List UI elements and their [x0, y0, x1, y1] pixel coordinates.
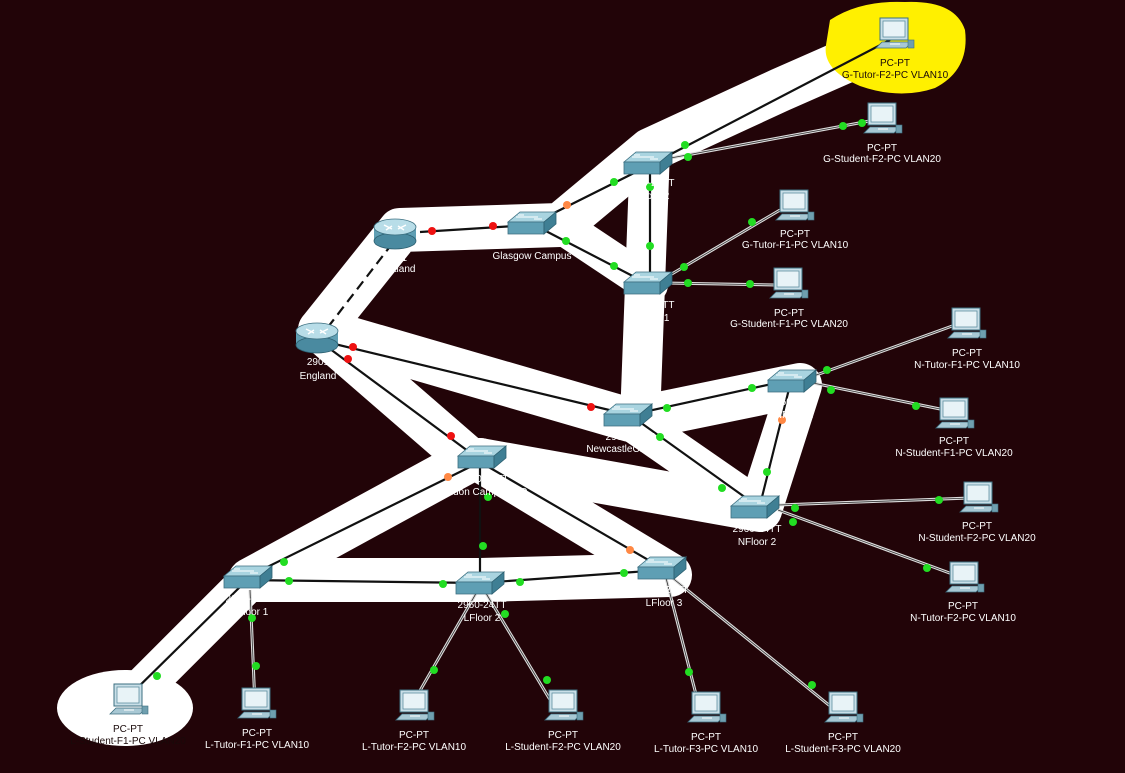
pc-l-student-f2[interactable]: PC-PT L-Student-F2-PC VLAN20 — [505, 689, 621, 753]
device-model: PC-PT — [828, 732, 858, 743]
pc-icon — [109, 683, 149, 715]
pc-l-tutor-f3[interactable]: PC-PT L-Tutor-F3-PC VLAN10 — [654, 691, 759, 755]
device-name: N-Tutor-F1-PC VLAN10 — [914, 360, 1020, 371]
device-name: N-Student-F1-PC VLAN20 — [895, 448, 1013, 459]
pc-icon — [947, 307, 987, 339]
device-name: GFloor 2 — [631, 191, 670, 202]
device-name: England — [300, 371, 337, 382]
device-model: PC-PT — [399, 730, 429, 741]
pc-l-student-f3[interactable]: PC-PT L-Student-F3-PC VLAN20 — [785, 691, 901, 755]
switch-newcastle-campus[interactable]: 2960-24TT NewcastleCampus — [586, 403, 670, 455]
device-model: 2960-24TT — [733, 524, 782, 535]
pc-g-tutor-f2[interactable]: PC-PT G-Tutor-F2-PC VLAN10 — [842, 17, 949, 81]
device-model: 2901 — [385, 253, 408, 264]
device-name: NFloor 1 — [775, 410, 814, 421]
device-model: 2901 — [307, 357, 330, 368]
device-name: N-Tutor-F2-PC VLAN10 — [910, 613, 1016, 624]
pc-icon — [544, 689, 584, 721]
device-model: PC-PT — [962, 521, 992, 532]
pc-icon — [824, 691, 864, 723]
device-model: PC-PT — [691, 732, 721, 743]
switch-nfloor1[interactable]: 2960-24TT NFloor 1 — [767, 369, 819, 421]
device-model: 2960-24TT — [508, 238, 557, 249]
device-name: NFloor 2 — [738, 537, 777, 548]
device-name: L-Tutor-F1-PC VLAN10 — [205, 740, 310, 751]
device-model: 2960-24TT — [626, 178, 675, 189]
device-model: 2960-24TT — [226, 594, 275, 605]
switch-lfloor2[interactable]: 2960-24TT LFloor 2 — [455, 571, 507, 624]
device-name: London Campus HQ — [436, 487, 527, 498]
device-name: G-Tutor-F2-PC VLAN10 — [842, 70, 949, 81]
device-model: PC-PT — [952, 348, 982, 359]
device-name: L-Tutor-F2-PC VLAN10 — [362, 742, 467, 753]
pc-g-student-f1[interactable]: PC-PT G-Student-F1-PC VLAN20 — [730, 267, 848, 330]
device-model: PC-PT — [780, 229, 810, 240]
device-name: G-Tutor-F1-PC VLAN10 — [742, 240, 849, 251]
switch-gfloor1[interactable]: 2960-24TT GFloor 1 — [623, 271, 675, 324]
switch-nfloor2[interactable]: 2960-24TT NFloor 2 — [730, 495, 782, 548]
device-model: PC-PT — [113, 724, 143, 735]
device-name: L-Student-F1-PC VLAN20 — [70, 736, 186, 747]
device-name: N-Student-F2-PC VLAN20 — [918, 533, 1036, 544]
pc-icon — [687, 691, 727, 723]
device-name: L-Student-F2-PC VLAN20 — [505, 742, 621, 753]
router-england[interactable]: 2901 England — [295, 322, 339, 382]
device-model: 2960-24TT — [458, 600, 507, 611]
device-model: PC-PT — [548, 730, 578, 741]
device-name: LFloor 1 — [232, 607, 269, 618]
switch-lfloor3[interactable]: 2960-24TT LFloor 3 — [637, 556, 689, 609]
device-model: PC-PT — [867, 143, 897, 154]
pc-icon — [237, 687, 277, 719]
pc-n-student-f1[interactable]: PC-PT N-Student-F1-PC VLAN20 — [895, 397, 1013, 459]
switch-gfloor2[interactable]: 2960-24TT GFloor 2 — [623, 151, 675, 202]
device-name: GFloor 1 — [631, 313, 670, 324]
pc-n-tutor-f1[interactable]: PC-PT N-Tutor-F1-PC VLAN10 — [914, 307, 1020, 371]
device-model: PC-PT — [242, 728, 272, 739]
router-scotland[interactable]: 2901 Scotland — [373, 218, 417, 275]
pc-icon — [769, 267, 809, 299]
device-name: G-Student-F2-PC VLAN20 — [823, 154, 941, 165]
device-name: L-Tutor-F3-PC VLAN10 — [654, 744, 759, 755]
port-indicators — [153, 119, 943, 689]
pc-icon — [935, 397, 975, 429]
device-model: 2960-24TT — [626, 300, 675, 311]
pc-l-tutor-f1[interactable]: PC-PT L-Tutor-F1-PC VLAN10 — [205, 687, 310, 751]
router-icon — [295, 322, 339, 354]
pc-n-tutor-f2[interactable]: PC-PT N-Tutor-F2-PC VLAN10 — [910, 561, 1016, 624]
device-model: PC-PT — [948, 601, 978, 612]
device-name: NewcastleCampus — [586, 444, 669, 455]
switch-lfloor1[interactable]: 2960-24TT LFloor 1 — [223, 565, 275, 618]
device-name: Scotland — [377, 264, 416, 275]
pc-n-student-f2[interactable]: PC-PT N-Student-F2-PC VLAN20 — [918, 481, 1036, 544]
device-model: 2960-24TT — [640, 585, 689, 596]
device-model: 2960-24TT — [770, 397, 819, 408]
pc-icon — [775, 189, 815, 221]
pc-icon — [863, 102, 903, 134]
pc-icon — [959, 481, 999, 513]
router-icon — [373, 218, 417, 250]
switch-glasgow-campus[interactable]: 2960-24TT Glasgow Campus — [493, 211, 572, 262]
pc-l-student-f1[interactable]: PC-PT L-Student-F1-PC VLAN20 — [70, 683, 186, 747]
switch-london-campus-hq[interactable]: 2960-24TT London Campus HQ — [436, 445, 528, 498]
device-model: 2960-24TT — [606, 432, 655, 443]
device-name: L-Student-F3-PC VLAN20 — [785, 744, 901, 755]
pc-g-student-f2[interactable]: PC-PT G-Student-F2-PC VLAN20 — [823, 102, 941, 165]
device-name: G-Student-F1-PC VLAN20 — [730, 319, 848, 330]
device-name: LFloor 2 — [464, 613, 501, 624]
device-name: LFloor 3 — [646, 598, 683, 609]
pc-g-tutor-f1[interactable]: PC-PT G-Tutor-F1-PC VLAN10 — [742, 189, 849, 251]
pc-l-tutor-f2[interactable]: PC-PT L-Tutor-F2-PC VLAN10 — [362, 689, 467, 753]
pc-icon — [875, 17, 915, 49]
device-model: PC-PT — [880, 58, 910, 69]
pc-icon — [395, 689, 435, 721]
pc-icon — [945, 561, 985, 593]
device-name: Glasgow Campus — [493, 251, 572, 262]
device-model: 2960-24TT — [460, 474, 509, 485]
device-model: PC-PT — [939, 436, 969, 447]
device-model: PC-PT — [774, 308, 804, 319]
